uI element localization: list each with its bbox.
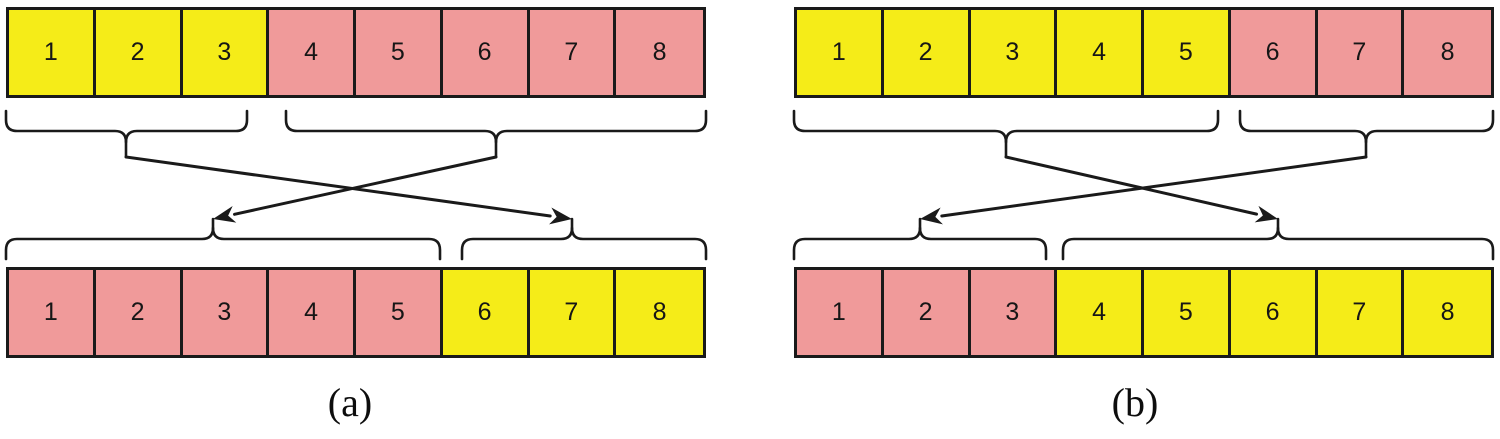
panel-b-arrow-top1-to-bottom2-head [1254,205,1278,223]
panel-a-bottom-array-cell-7: 7 [529,270,617,355]
panel-a-bottom-group-1-brace-curve [4,226,442,261]
panel-a-top-array-cell-8: 8 [616,10,703,95]
panel-b-top-group-1-brace [792,109,1220,159]
panel-b-arrow-top2-to-bottom1-shaft [940,155,1368,218]
panel-b-bottom-group-2-brace [1061,217,1495,261]
panel-a-bottom-array-cell-5: 5 [356,270,443,355]
panel-a-bottom-group-2-brace [460,217,708,261]
panel-b-arrow-top2-to-bottom1-head [920,207,943,225]
panel-b-bottom-array-cell-3: 3 [970,270,1058,355]
panel-b-bottom-array-cell-7: 7 [1317,270,1405,355]
panel-b-bottom-array-cell-6: 6 [1230,270,1318,355]
panel-b-bottom-group-2-brace-curve [1061,226,1495,261]
panel-a-bottom-array-cell-1: 1 [9,270,96,355]
panel-b-top-array-cell-5: 5 [1144,10,1231,95]
panel-b-bottom-group-1-brace [792,217,1048,261]
panel-b-top-array-cell-3: 3 [970,10,1058,95]
panel-b-top-array-cell-4: 4 [1057,10,1144,95]
panel-a-bottom-array-cell-2: 2 [95,270,183,355]
panel-b-arrow-top2-to-bottom1 [920,155,1368,225]
panel-b-bottom-array-cell-2: 2 [883,270,971,355]
panel-b-top-array-cell-6: 6 [1230,10,1318,95]
panel-a-top-array-cell-1: 1 [9,10,96,95]
panel-a-top-array-cell-4: 4 [269,10,356,95]
panel-b-arrow-top1-to-bottom2-shaft [1004,155,1259,216]
panel-b-top-array-cell-8: 8 [1404,10,1491,95]
panel-a-arrow-top2-to-bottom1-shaft [232,155,498,216]
panel-a-top-array-cell-3: 3 [182,10,270,95]
panel-b-bottom-array-cell-8: 8 [1404,270,1491,355]
panel-b-bottom-array-cell-4: 4 [1057,270,1144,355]
panel-a-arrow-top1-to-bottom2-head [549,207,572,225]
panel-a-arrow-top2-to-bottom1 [213,155,498,223]
panel-a-top-group-1-brace [4,109,249,159]
panel-a-top-group-2-brace-curve [284,109,708,144]
panel-a-bottom-array-cell-4: 4 [269,270,356,355]
panel-b-top-group-2-brace-curve [1238,109,1495,144]
panel-b-top-array-cell-1: 1 [797,10,884,95]
panel-a-top-array-cell-7: 7 [529,10,617,95]
panel-a-bottom-group-2-brace-curve [460,226,708,261]
panel-a-caption: (a) [327,380,373,425]
panel-b-bottom-array-cell-1: 1 [797,270,884,355]
panel-a-arrow-top1-to-bottom2-shaft [124,155,552,218]
panel-a-top-array-cell-6: 6 [442,10,530,95]
panel-a-top-array-cell-2: 2 [95,10,183,95]
panel-b-top-array-cell-2: 2 [883,10,971,95]
panel-a-bottom-array-cell-6: 6 [442,270,530,355]
panel-b-bottom-group-1-brace-curve [792,226,1048,261]
panel-b-bottom-array-cell-5: 5 [1144,270,1231,355]
panel-b-top-group-2-brace [1238,109,1495,159]
panel-b-top-group-1-brace-curve [792,109,1220,144]
panel-a-bottom-group-1-brace [4,217,442,261]
panel-a-bottom-array-cell-3: 3 [182,270,270,355]
panel-a-top-group-2-brace [284,109,708,159]
panel-b-caption: (b) [1111,380,1159,425]
panel-a-top-group-1-brace-curve [4,109,249,144]
panel-b-top-array-cell-7: 7 [1317,10,1405,95]
panel-a-arrow-top1-to-bottom2 [124,155,572,225]
panel-a-top-array-cell-5: 5 [356,10,443,95]
panel-a-bottom-array-cell-8: 8 [616,270,703,355]
panel-a-arrow-top2-to-bottom1-head [213,205,237,223]
panel-b-arrow-top1-to-bottom2 [1004,155,1278,223]
